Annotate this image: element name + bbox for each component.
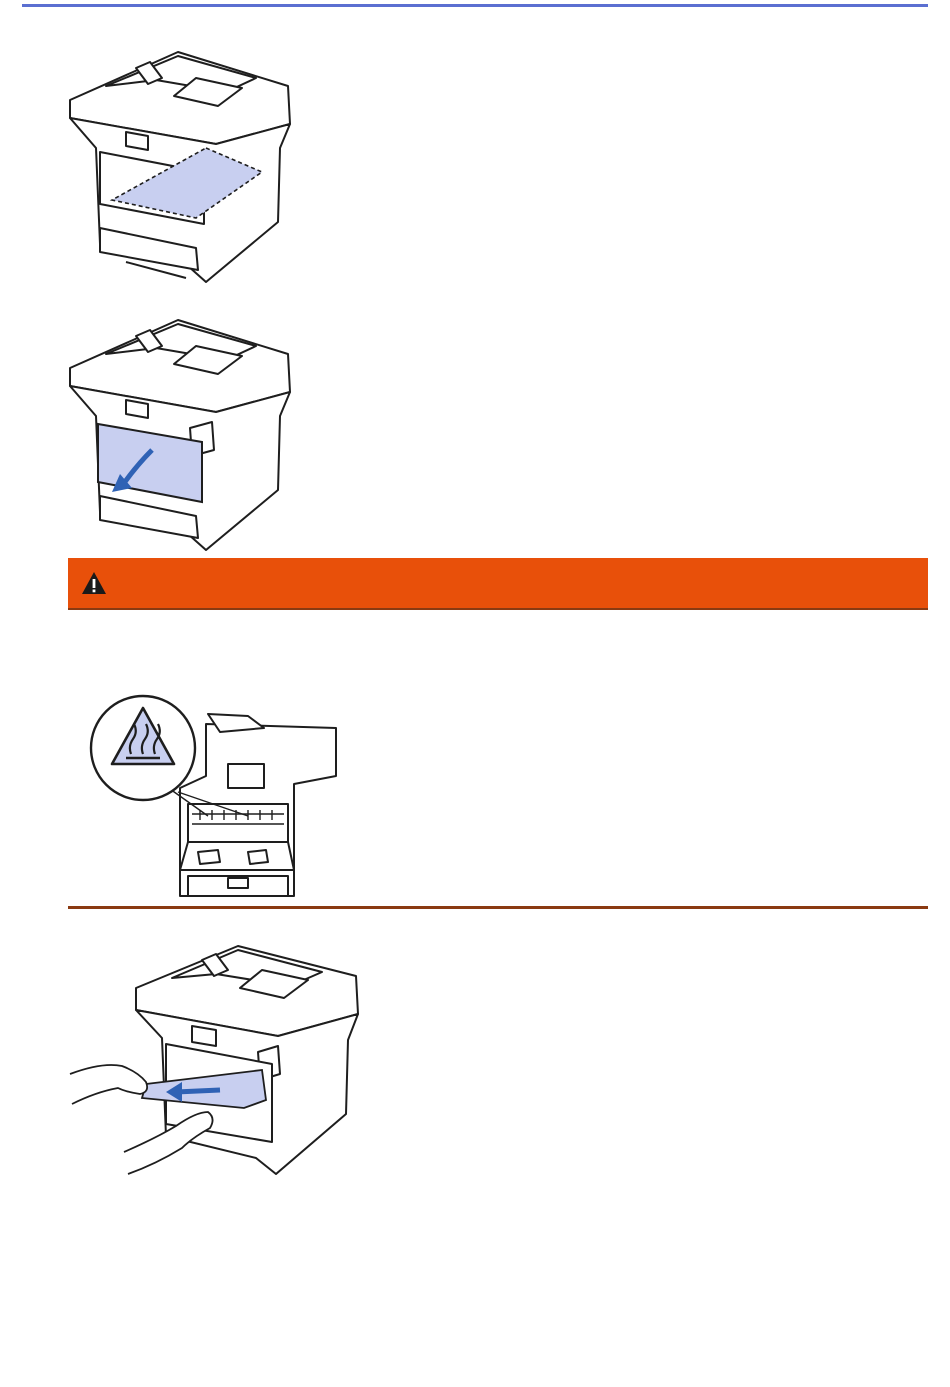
- printer-open-back-cover-illustration: [66, 316, 296, 551]
- printer-illustration-3: [88, 692, 340, 898]
- warning-triangle-icon: [81, 570, 107, 596]
- top-rule: [22, 4, 928, 7]
- printer-illustration-2: [66, 316, 296, 551]
- printer-pull-jammed-paper-illustration: [66, 942, 362, 1178]
- warning-bar: [68, 558, 928, 610]
- printer-back-cover-highlighted-illustration: [66, 48, 296, 283]
- printer-illustration-4: [66, 942, 362, 1178]
- printer-hot-surface-fuser-illustration: [88, 692, 340, 898]
- warning-bar-stripe: [68, 608, 928, 610]
- printer-illustration-1: [66, 48, 296, 283]
- warning-bottom-rule: [68, 906, 928, 909]
